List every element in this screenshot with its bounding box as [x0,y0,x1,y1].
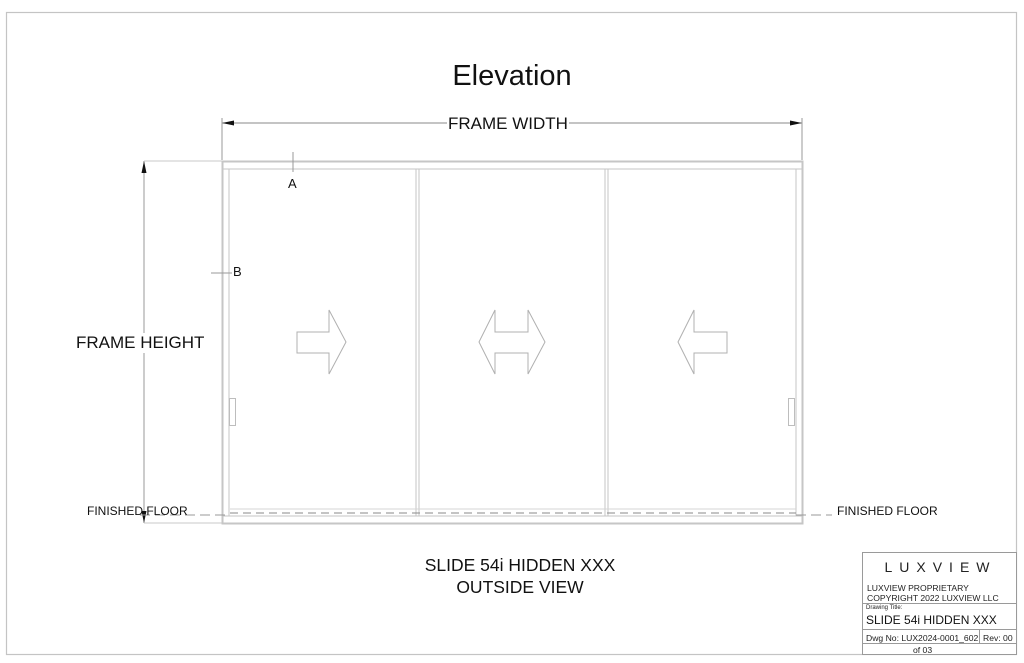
arrow-left-icon [677,309,728,375]
left-handle-icon [229,398,236,426]
title-block-divider [863,629,1016,630]
frame-width-label: FRAME WIDTH [447,114,569,134]
drawing-title: Elevation [452,60,572,92]
drawing-title-value: SLIDE 54i HIDDEN XXX [866,613,997,627]
drawing-number: Dwg No: LUX2024-0001_602 [866,633,979,643]
title-block: LUXVIEW LUXVIEW PROPRIETARY COPYRIGHT 20… [862,552,1017,655]
arrow-left-right-icon [478,309,546,375]
frame-height-label: FRAME HEIGHT [75,333,206,353]
sill-lines [140,508,832,516]
title-block-divider [863,643,1016,644]
sheet-count: of 03 [913,645,933,655]
reference-a-label: A [288,176,297,191]
reference-b-label: B [233,264,242,279]
caption-line-1: SLIDE 54i HIDDEN XXX [424,555,616,575]
revision: Rev: 00 [983,633,1013,643]
arrow-right-icon [296,309,347,375]
finished-floor-label-right: FINISHED FLOOR [837,504,938,518]
luxview-logo: LUXVIEW [884,559,997,575]
drawing-title-label: Drawing Title: [866,605,903,611]
sheet-border [5,11,1018,656]
right-handle-icon [788,398,795,426]
proprietary-notice: LUXVIEW PROPRIETARY COPYRIGHT 2022 LUXVI… [867,583,999,603]
proprietary-line-1: LUXVIEW PROPRIETARY [867,583,969,593]
proprietary-line-2: COPYRIGHT 2022 LUXVIEW LLC [867,593,999,603]
caption-line-2: OUTSIDE VIEW [456,577,584,597]
panel-dividers [415,169,609,516]
finished-floor-label-left: FINISHED FLOOR [87,504,188,518]
title-block-divider [979,629,980,643]
title-block-divider [863,603,1016,604]
outer-frame [221,160,804,525]
